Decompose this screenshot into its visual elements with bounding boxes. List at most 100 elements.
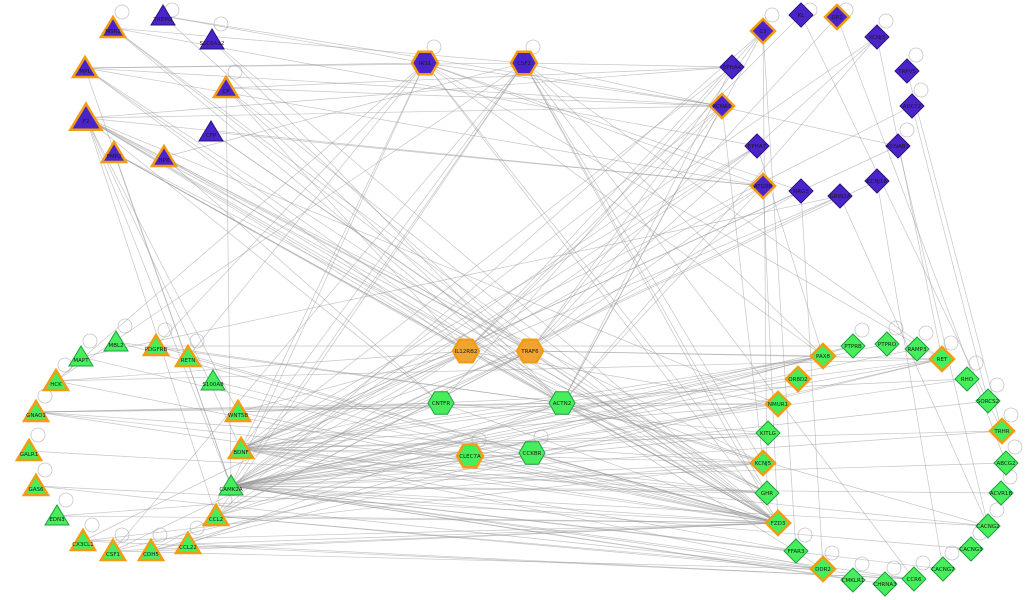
- node-OR8D2[interactable]: [784, 365, 812, 393]
- node-RAMP3[interactable]: [904, 336, 930, 362]
- node-NRG3[interactable]: [788, 178, 814, 204]
- node-FZD3[interactable]: [764, 509, 792, 537]
- edge-S100A8-FZD3: [212, 380, 779, 524]
- node-CSF1[interactable]: [98, 537, 128, 562]
- node-CX3CL1[interactable]: [68, 527, 98, 552]
- node-CP[interactable]: [211, 74, 241, 99]
- node-EDN3[interactable]: [44, 504, 70, 526]
- node-CACNG2[interactable]: [975, 513, 1001, 539]
- node-GP2[interactable]: [823, 3, 851, 31]
- node-CSF2[interactable]: [509, 50, 539, 76]
- edge-BDNF-TRHR: [240, 430, 1003, 450]
- node-ADCY2[interactable]: [899, 93, 925, 119]
- node-PTPRO[interactable]: [874, 331, 900, 357]
- edge-IRS1-HCK: [55, 62, 426, 382]
- edge-CP-IL12RB2: [225, 87, 467, 352]
- edge-CSF2-CCL2: [215, 62, 525, 517]
- node-HCK[interactable]: [41, 367, 71, 392]
- node-S100A8[interactable]: [200, 369, 226, 391]
- node-F2[interactable]: [68, 101, 104, 131]
- node-EPHA7[interactable]: [744, 133, 770, 159]
- node-IL12RB2[interactable]: [451, 338, 481, 364]
- node-KL[interactable]: [788, 2, 814, 28]
- self-loop-CP: [227, 64, 243, 80]
- node-GALR1[interactable]: [14, 437, 44, 462]
- node-MPL[interactable]: [70, 54, 100, 79]
- edge-CAMK2A-CACNG3: [230, 485, 972, 550]
- node-NMUR1[interactable]: [764, 390, 792, 418]
- node-MSR1[interactable]: [98, 14, 128, 39]
- node-SLC6A12[interactable]: [199, 28, 225, 50]
- node-CMKLR1[interactable]: [840, 567, 866, 593]
- edge-GP2-ABCG2: [836, 16, 1007, 464]
- node-EPHA4[interactable]: [719, 54, 745, 80]
- node-RETN[interactable]: [173, 343, 203, 368]
- node-CAMK2A[interactable]: [218, 474, 244, 496]
- node-CNTFR[interactable]: [427, 391, 455, 415]
- node-KCNJ3[interactable]: [864, 24, 890, 50]
- node-TRPV5[interactable]: [894, 58, 920, 84]
- edge-CLEC7A-CAMK2A: [230, 455, 471, 487]
- self-loop-DDR2: [824, 545, 840, 561]
- node-RHO[interactable]: [954, 366, 980, 392]
- node-CDH5[interactable]: [136, 537, 166, 562]
- node-CHRNA3[interactable]: [872, 571, 898, 597]
- node-KCNAB1[interactable]: [885, 133, 911, 159]
- edge-IL12RB2-BDNF: [240, 350, 467, 450]
- node-BDNF[interactable]: [226, 435, 256, 460]
- node-CFP[interactable]: [198, 120, 224, 142]
- node-TREM2[interactable]: [150, 4, 176, 26]
- edge-CAMK2A-FZD3: [230, 485, 779, 524]
- node-GRIN2A[interactable]: [827, 183, 853, 209]
- node-DDR2[interactable]: [809, 555, 837, 583]
- node-PTPRB[interactable]: [840, 333, 866, 359]
- node-PMP2[interactable]: [99, 139, 129, 164]
- edge-ACTN2-EPHA4: [561, 66, 733, 404]
- node-GAS6[interactable]: [21, 472, 51, 497]
- node-KITLG[interactable]: [755, 420, 781, 446]
- node-ACTN2[interactable]: [548, 391, 576, 415]
- edge-ACTN2-FZD3: [561, 402, 779, 524]
- node-IRS1[interactable]: [410, 50, 440, 76]
- node-MAPT[interactable]: [68, 345, 94, 367]
- node-GHR[interactable]: [754, 480, 780, 506]
- node-KCNA1[interactable]: [708, 92, 736, 120]
- node-KCNJ16[interactable]: [864, 168, 890, 194]
- edge-KCNJ16-CACNG7: [876, 180, 944, 570]
- edge-ACTN2-WNT5B: [237, 402, 563, 413]
- node-CCKBR[interactable]: [518, 441, 546, 465]
- node-WNT5B[interactable]: [223, 398, 253, 423]
- node-CCR6[interactable]: [901, 566, 927, 592]
- self-loop-CX3CL1: [84, 517, 100, 533]
- node-PDGFRB[interactable]: [141, 332, 171, 357]
- node-ABCG2[interactable]: [993, 450, 1019, 476]
- edge-CP-EPHA4: [225, 66, 733, 89]
- self-loop-ADCY2: [913, 82, 929, 98]
- node-ATG9B[interactable]: [749, 172, 777, 200]
- self-loop-KCNAB1: [899, 122, 915, 138]
- node-SORCS2[interactable]: [975, 388, 1001, 414]
- node-TRHR[interactable]: [988, 417, 1016, 445]
- node-HPX[interactable]: [149, 143, 179, 168]
- node-KCNJ5[interactable]: [749, 449, 777, 477]
- node-CACNG7[interactable]: [930, 556, 956, 582]
- edge-F2-WNT5B: [85, 117, 239, 413]
- edge-CAMK2A-KCNJ5: [230, 462, 764, 487]
- node-RET[interactable]: [928, 345, 956, 373]
- node-ACVR1B[interactable]: [988, 480, 1014, 506]
- node-GNAO1[interactable]: [21, 398, 51, 423]
- edge-GAS6-DDR2: [35, 485, 824, 570]
- node-TRAF6[interactable]: [515, 338, 545, 364]
- self-loop-PTPRO: [888, 320, 904, 336]
- edge-IL12RB2-WNT5B: [237, 350, 467, 413]
- edge-MAPT-FZD3: [80, 356, 779, 524]
- node-CCL2[interactable]: [201, 502, 231, 527]
- node-FFAR3[interactable]: [783, 538, 809, 564]
- edge-CCL2-CCR6: [215, 515, 915, 580]
- node-MBL2[interactable]: [103, 330, 129, 352]
- node-PAX8[interactable]: [809, 342, 837, 370]
- node-C3[interactable]: [749, 17, 777, 45]
- node-CCL22[interactable]: [173, 530, 203, 555]
- node-CLEC7A[interactable]: [455, 443, 485, 469]
- node-CACNG3[interactable]: [958, 536, 984, 562]
